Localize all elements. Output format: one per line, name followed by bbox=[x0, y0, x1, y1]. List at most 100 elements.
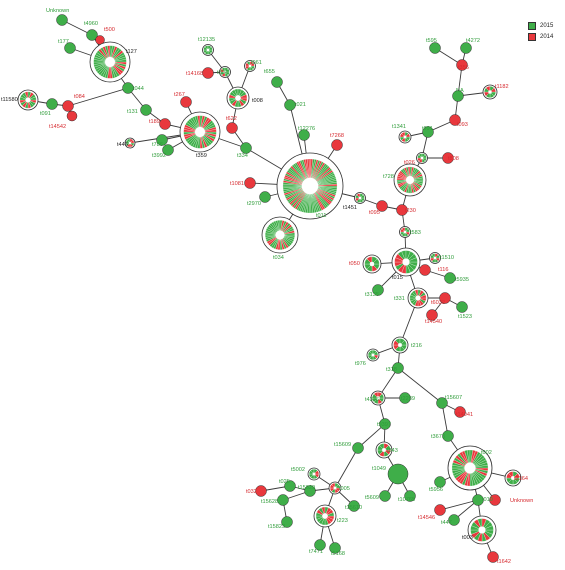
node-t11580: t11580 bbox=[1, 89, 39, 111]
node-circle bbox=[244, 177, 256, 189]
node-circle bbox=[314, 539, 326, 551]
node-t026: t026 bbox=[404, 152, 428, 166]
node-t091: t091 bbox=[40, 98, 58, 117]
node-t1049: t1049 bbox=[372, 463, 409, 485]
node-slice bbox=[405, 228, 410, 233]
node-label-t15823: t15823 bbox=[268, 524, 285, 530]
node-t446: t446 bbox=[117, 137, 136, 149]
node-t131: t131 bbox=[127, 104, 152, 116]
node-label-t3673: t3673 bbox=[431, 434, 445, 440]
node-slice bbox=[204, 129, 217, 133]
node-label-t500: t500 bbox=[104, 27, 115, 33]
node-circle bbox=[422, 126, 434, 138]
node-label-t061: t061 bbox=[251, 60, 262, 66]
node-label-unk2: Unknown bbox=[510, 498, 533, 504]
node-label-t010: t010 bbox=[482, 497, 493, 503]
node-t318: t318 bbox=[386, 362, 404, 374]
node-label-t025: t025 bbox=[279, 479, 290, 485]
node-t6032: t6032 bbox=[431, 292, 451, 306]
node-t355: t355 bbox=[456, 59, 469, 71]
node-t12135: t12135 bbox=[198, 37, 215, 56]
node-t032: t032 bbox=[246, 485, 267, 497]
node-label-t5609: t5609 bbox=[365, 495, 379, 501]
node-label-t5956: t5956 bbox=[429, 487, 443, 493]
node-t500: t500 bbox=[95, 27, 115, 45]
node-label-t15609: t15609 bbox=[334, 442, 351, 448]
node-t15628: t15628 bbox=[261, 494, 289, 506]
node-circle bbox=[434, 476, 446, 488]
node-label-t189: t189 bbox=[149, 119, 160, 125]
node-t976: t976 bbox=[355, 348, 380, 367]
node-t3992: t3992 bbox=[152, 144, 174, 159]
node-label-t12135: t12135 bbox=[198, 37, 215, 43]
node-label-t10765: t10765 bbox=[398, 497, 415, 503]
node-t991: t991 bbox=[422, 126, 434, 138]
node-label-NA: NA bbox=[456, 88, 464, 94]
edge-t15609-t005 bbox=[334, 447, 359, 489]
node-t5168: t5168 bbox=[329, 542, 345, 557]
node-circle bbox=[448, 514, 460, 526]
node-t843: t843 bbox=[375, 441, 398, 459]
edge-t318-t15607 bbox=[397, 367, 443, 404]
node-t5956: t5956 bbox=[429, 476, 446, 493]
node-circle bbox=[331, 139, 343, 151]
node-label-t267: t267 bbox=[174, 92, 185, 98]
node-circle bbox=[442, 152, 454, 164]
legend-label-2015: 2015 bbox=[540, 22, 554, 29]
node-t095: t095 bbox=[369, 200, 388, 216]
node-label-t015: t015 bbox=[392, 275, 403, 281]
node-circle bbox=[436, 397, 448, 409]
node-label-t1642: t1642 bbox=[497, 559, 511, 565]
node-label-t355: t355 bbox=[458, 65, 469, 71]
node-circle bbox=[284, 480, 296, 492]
node-label-t334: t334 bbox=[237, 153, 248, 159]
node-slice bbox=[327, 512, 335, 517]
node-t14540: t14540 bbox=[425, 309, 442, 325]
edge-t010-t14546 bbox=[439, 499, 479, 511]
node-slice bbox=[373, 258, 380, 265]
node-circle bbox=[434, 504, 446, 516]
node-label-t304: t304 bbox=[217, 70, 228, 76]
legend-swatch-2015 bbox=[528, 21, 536, 30]
node-t223: t223 bbox=[313, 504, 348, 528]
node-t5935: t5935 bbox=[444, 272, 469, 284]
node-circle bbox=[456, 301, 468, 313]
node-slice bbox=[491, 87, 496, 93]
node-circle bbox=[449, 114, 461, 126]
node-label-t14941: t14941 bbox=[456, 412, 473, 418]
node-t044: t044 bbox=[122, 82, 144, 94]
node-label-t1049: t1049 bbox=[372, 466, 386, 472]
node-label-t216: t216 bbox=[411, 343, 422, 349]
node-t10765: t10765 bbox=[398, 490, 416, 503]
node-t1341: t1341 bbox=[392, 124, 412, 144]
node-t655: t655 bbox=[264, 69, 283, 88]
legend-swatch-2014 bbox=[528, 32, 536, 41]
node-label-unk1: Unknown bbox=[46, 8, 69, 14]
node-slice bbox=[385, 445, 391, 451]
node-circle bbox=[379, 490, 391, 502]
node-label-t991: t991 bbox=[422, 126, 433, 132]
node-t008: t008 bbox=[226, 86, 263, 110]
node-circle bbox=[64, 42, 76, 54]
node-circle bbox=[372, 284, 384, 296]
node-t4272: t4272 bbox=[460, 38, 480, 54]
node-slice bbox=[30, 96, 37, 101]
node-label-t15629: t15629 bbox=[298, 485, 315, 491]
node-t1081: t1081 bbox=[230, 177, 256, 189]
node-circle bbox=[456, 59, 468, 71]
node-label-t050: t050 bbox=[349, 261, 360, 267]
node-circle bbox=[271, 76, 283, 88]
node-circle bbox=[86, 29, 98, 41]
node-circle bbox=[439, 292, 451, 304]
node-circle bbox=[66, 110, 78, 122]
node-label-t728: t728 bbox=[383, 174, 394, 180]
node-slice bbox=[420, 294, 427, 299]
node-circle bbox=[56, 14, 68, 26]
node-t003: t003 bbox=[462, 515, 497, 545]
node-circle bbox=[259, 191, 271, 203]
node-slice bbox=[401, 340, 407, 346]
node-label-t1182: t1182 bbox=[495, 84, 509, 90]
node-label-t14546: t14546 bbox=[418, 515, 435, 521]
node-label-t3992: t3992 bbox=[152, 153, 166, 159]
node-t622: t622 bbox=[226, 116, 238, 134]
